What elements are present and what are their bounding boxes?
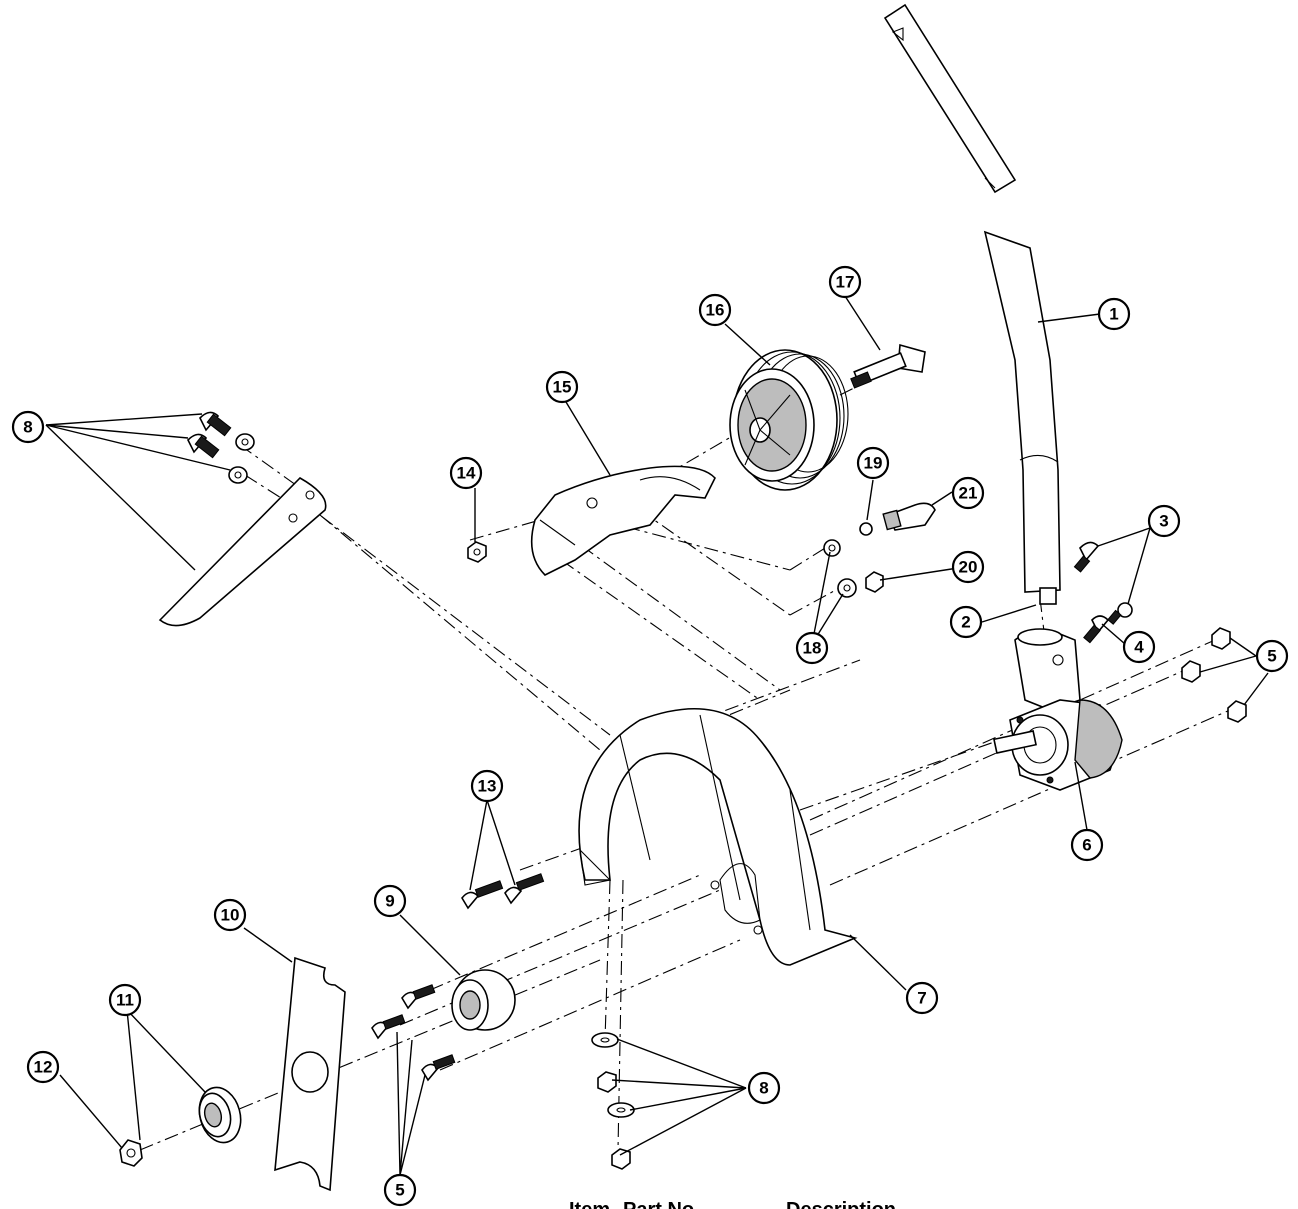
screws-13	[461, 873, 545, 910]
wheel-bracket	[530, 465, 716, 576]
callout-17: 17	[828, 265, 862, 299]
small-hardware	[823, 502, 936, 598]
callout-label: 8	[23, 418, 32, 437]
bottom-washers-nuts	[591, 1032, 635, 1170]
callout-label: 21	[959, 484, 978, 503]
header-description: Description	[786, 1199, 896, 1209]
callout-label: 9	[385, 892, 394, 911]
callout-4: 4	[1122, 630, 1156, 664]
callout-15: 15	[545, 370, 579, 404]
callout-label: 5	[395, 1181, 404, 1200]
callout-label: 4	[1134, 638, 1144, 657]
callout-6: 6	[1070, 828, 1104, 862]
callout-8-bottom: 8	[747, 1071, 781, 1105]
callout-label: 15	[553, 378, 572, 397]
callout-13: 13	[470, 769, 504, 803]
blade-nut	[119, 1139, 143, 1167]
guard-shield	[578, 708, 858, 966]
callout-21: 21	[951, 476, 985, 510]
screws-5-bottom	[371, 984, 456, 1082]
callout-9: 9	[373, 884, 407, 918]
callout-label: 2	[961, 613, 970, 632]
callout-label: 20	[959, 558, 978, 577]
callout-7: 7	[905, 981, 939, 1015]
callout-label: 1	[1109, 305, 1118, 324]
callout-label: 18	[803, 639, 822, 658]
screws-3-4	[1073, 541, 1133, 644]
callout-label: 16	[706, 301, 725, 320]
callout-label: 5	[1267, 647, 1276, 666]
callout-label: 11	[116, 991, 134, 1010]
callout-label: 3	[1159, 512, 1168, 531]
deflector-plate	[158, 477, 327, 627]
callout-5-bottom: 5	[383, 1173, 417, 1207]
upper-shaft-tube	[883, 3, 1017, 194]
gearhead-assembly	[993, 628, 1123, 791]
nut-14	[467, 541, 487, 563]
blade-adapter	[198, 1086, 242, 1144]
left-screws-washers	[187, 411, 255, 484]
callout-2: 2	[949, 605, 983, 639]
callout-8-left: 8	[11, 410, 45, 444]
parts-table-header: Item Part No. Description	[569, 1199, 896, 1209]
callout-label: 7	[917, 989, 926, 1008]
callout-11: 11	[108, 983, 142, 1017]
lower-shaft-tube	[983, 230, 1061, 605]
callout-label: 8	[759, 1079, 768, 1098]
callout-3: 3	[1147, 504, 1181, 538]
callout-label: 19	[864, 454, 883, 473]
callout-19: 19	[856, 446, 890, 480]
header-item: Item	[569, 1199, 610, 1209]
bearing	[451, 969, 516, 1031]
callout-18: 18	[795, 631, 829, 665]
leader-lines	[45, 295, 1269, 1176]
callout-14: 14	[449, 456, 483, 490]
header-part-no: Part No.	[623, 1199, 700, 1209]
nuts-5-right	[1181, 627, 1247, 723]
callout-1: 1	[1097, 297, 1131, 331]
wheel	[729, 349, 849, 491]
cutting-blade	[274, 956, 346, 1192]
callout-label: 10	[221, 906, 240, 925]
callout-label: 14	[457, 464, 476, 483]
callout-12: 12	[26, 1050, 60, 1084]
callout-label: 12	[34, 1058, 53, 1077]
callout-10: 10	[213, 898, 247, 932]
callout-label: 17	[836, 273, 855, 292]
axle-bolt	[850, 343, 926, 389]
callout-16: 16	[698, 293, 732, 327]
callout-label: 6	[1082, 836, 1091, 855]
callout-20: 20	[951, 550, 985, 584]
callout-label: 13	[478, 777, 497, 796]
callout-5-right: 5	[1255, 639, 1289, 673]
